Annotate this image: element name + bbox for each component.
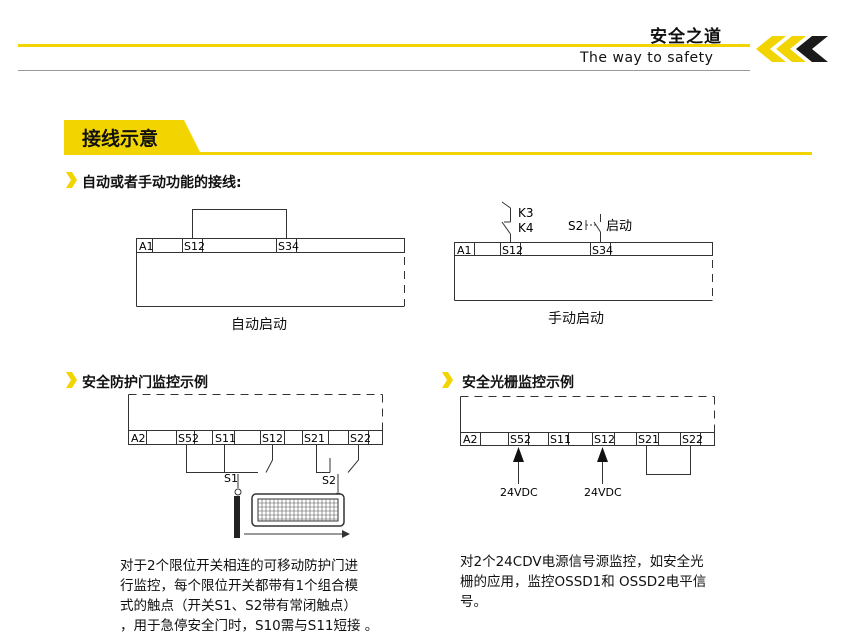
section-title: 接线示意 bbox=[82, 128, 159, 150]
door-description-line: 行监控，每个限位开关都带有1个组合模 bbox=[120, 578, 359, 594]
bullet-marker-icon bbox=[66, 372, 77, 388]
lc-terminal-label: S21 bbox=[638, 433, 659, 446]
door-terminal-label: S11 bbox=[215, 432, 236, 445]
wiring-heading: 自动或者手动功能的接线: bbox=[82, 175, 242, 191]
auto-start-caption: 自动启动 bbox=[231, 317, 287, 333]
manual-start-diagram: K3 K4 S2 启动 A1 S12 S34 bbox=[454, 201, 713, 301]
voltage-label: 24VDC bbox=[584, 486, 622, 499]
door-terminal-label: S12 bbox=[262, 432, 283, 445]
auto-start-diagram: A1 S12 S34 bbox=[136, 209, 405, 307]
switch-s1-label: S1 bbox=[224, 472, 238, 485]
bullet-marker-icon bbox=[442, 372, 453, 388]
manual-terminal-label: S12 bbox=[502, 244, 523, 257]
door-description-line: ，用于急停安全门时，S10需与S11短接 。 bbox=[120, 618, 379, 634]
door-terminal-label: S21 bbox=[304, 432, 325, 445]
voltage-label: 24VDC bbox=[500, 486, 538, 499]
brand-name-cn: 安全之道 bbox=[650, 27, 722, 47]
chevron-logo-icon bbox=[756, 36, 828, 62]
door-terminal-label: S52 bbox=[178, 432, 199, 445]
door-monitor-diagram: A2 S52 S11 S12 S21 S22 S1 S2 bbox=[128, 394, 383, 538]
bullet-marker-icon bbox=[66, 172, 77, 188]
lc-terminal-label: S12 bbox=[594, 433, 615, 446]
switch-s2-label: S2 bbox=[322, 474, 336, 487]
lightcurtain-diagram: A2 S52 S11 S12 S21 S22 24VDC 24VDC bbox=[460, 396, 715, 499]
lc-terminal-label: S52 bbox=[510, 433, 531, 446]
section-title-box: 接线示意 bbox=[64, 120, 204, 152]
lc-description-line: 号。 bbox=[460, 594, 487, 610]
manual-terminal-label: S34 bbox=[592, 244, 613, 257]
auto-terminal-label: A1 bbox=[139, 240, 154, 253]
lightcurtain-description: 对2个24CDV电源信号源监控，如安全光 栅的应用，监控OSSD1和 OSSD2… bbox=[460, 552, 760, 612]
auto-terminal-label: S34 bbox=[278, 240, 299, 253]
door-description-line: 对于2个限位开关相连的可移动防护门进 bbox=[120, 558, 359, 574]
manual-terminal-label: A1 bbox=[457, 244, 472, 257]
manual-start-caption: 手动启动 bbox=[548, 311, 604, 327]
header-yellow-rule bbox=[18, 44, 750, 47]
brand-slogan: The way to safety bbox=[580, 50, 714, 66]
relay-k3-label: K3 bbox=[518, 206, 534, 220]
lc-terminal-label: S22 bbox=[682, 433, 703, 446]
section-underline bbox=[64, 152, 812, 155]
door-terminal-label: A2 bbox=[131, 432, 146, 445]
door-heading: 安全防护门监控示例 bbox=[82, 375, 208, 391]
lightcurtain-heading: 安全光栅监控示例 bbox=[462, 375, 574, 391]
lc-terminal-label: S11 bbox=[550, 433, 571, 446]
switch-s2-label: S2 bbox=[568, 219, 583, 233]
lc-terminal-label: A2 bbox=[463, 433, 478, 446]
relay-k4-label: K4 bbox=[518, 221, 534, 235]
lc-description-line: 栅的应用，监控OSSD1和 OSSD2电平信 bbox=[460, 574, 707, 590]
lc-description-line: 对2个24CDV电源信号源监控，如安全光 bbox=[460, 554, 704, 570]
door-description: 对于2个限位开关相连的可移动防护门进 行监控，每个限位开关都带有1个组合模 式的… bbox=[120, 556, 420, 636]
door-description-line: 式的触点（开关S1、S2带有常闭触点） bbox=[120, 598, 357, 614]
auto-terminal-label: S12 bbox=[184, 240, 205, 253]
header-grey-rule bbox=[18, 70, 750, 71]
door-terminal-label: S22 bbox=[350, 432, 371, 445]
start-label: 启动 bbox=[606, 219, 632, 234]
